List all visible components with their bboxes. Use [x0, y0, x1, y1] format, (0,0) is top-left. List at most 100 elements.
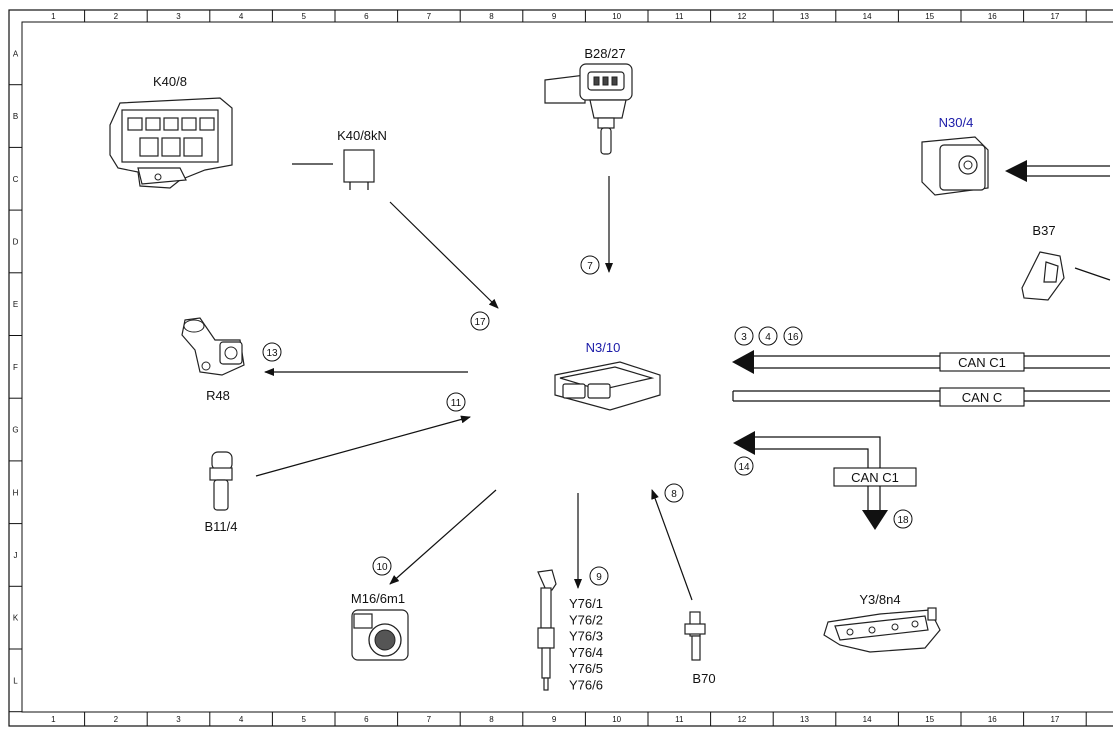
- svg-text:17: 17: [474, 317, 486, 328]
- callout-9: 9: [589, 566, 609, 586]
- row-letter-J: J: [14, 551, 18, 560]
- svg-text:7: 7: [587, 261, 593, 272]
- b11-4-to-ecu-line: [255, 415, 471, 477]
- can-c1-top-label: CAN C1: [958, 355, 1006, 370]
- column-number-bottom-17: 17: [1050, 715, 1059, 724]
- k40-8kn-label: K40/8kN: [337, 128, 387, 143]
- column-number-bottom-9: 9: [552, 715, 557, 724]
- column-number-bottom-14: 14: [863, 715, 872, 724]
- m16-6m1-throttle[interactable]: M16/6m1: [351, 591, 409, 661]
- k40-8kn-relay[interactable]: K40/8kN: [292, 128, 387, 190]
- row-letter-H: H: [13, 488, 19, 497]
- y3-8n4-label: Y3/8n4: [859, 592, 900, 607]
- svg-text:11: 11: [451, 398, 462, 409]
- svg-text:14: 14: [738, 462, 750, 473]
- column-number-bottom-15: 15: [925, 715, 934, 724]
- y76-injector[interactable]: [537, 569, 557, 691]
- n30-4-module[interactable]: N30/4: [921, 115, 989, 196]
- callout-11: 11: [446, 392, 466, 412]
- row-letter-F: F: [13, 363, 18, 372]
- r48-label: R48: [206, 388, 230, 403]
- column-number-top-1: 1: [51, 12, 56, 21]
- column-number-bottom-10: 10: [612, 715, 621, 724]
- column-number-bottom-4: 4: [239, 715, 244, 724]
- b28-27-label: B28/27: [584, 46, 625, 61]
- row-letter-B: B: [13, 112, 18, 121]
- callout-10: 10: [372, 556, 392, 576]
- row-letter-K: K: [13, 614, 19, 623]
- column-number-top-9: 9: [552, 12, 557, 21]
- row-letter-G: G: [12, 426, 18, 435]
- svg-text:3: 3: [741, 332, 747, 343]
- column-number-bottom-5: 5: [301, 715, 306, 724]
- column-number-top-16: 16: [988, 12, 997, 21]
- b37-pedal-sensor[interactable]: B37: [1021, 223, 1111, 301]
- k40-8kn-to-ecu-line: [389, 201, 499, 309]
- column-number-top-15: 15: [925, 12, 934, 21]
- callout-8: 8: [664, 483, 684, 503]
- svg-text:18: 18: [897, 515, 909, 526]
- callout-3: 3: [734, 326, 754, 346]
- drawing-frame: 1122334455667788991010111112121313141415…: [8, 9, 1113, 727]
- m16-6m1-label: M16/6m1: [351, 591, 405, 606]
- y76-label-2: Y76/2: [569, 612, 603, 627]
- r48-thermostat[interactable]: R48: [181, 317, 245, 403]
- y76-label-5: Y76/5: [569, 661, 603, 676]
- svg-text:10: 10: [376, 562, 388, 573]
- column-number-bottom-3: 3: [176, 715, 181, 724]
- b11-4-temp-sensor[interactable]: B11/4: [204, 451, 238, 534]
- row-letter-A: A: [13, 49, 19, 58]
- svg-text:4: 4: [765, 332, 771, 343]
- column-number-top-7: 7: [427, 12, 432, 21]
- ecu-to-m16-6m1-line: [389, 489, 497, 585]
- callout-7: 7: [580, 255, 600, 275]
- column-number-bottom-6: 6: [364, 715, 369, 724]
- callout-17: 17: [470, 311, 490, 331]
- b37-label: B37: [1032, 223, 1055, 238]
- row-letter-C: C: [13, 175, 19, 184]
- can-c1-bus-top: CAN C1: [732, 350, 1110, 374]
- column-number-top-8: 8: [489, 12, 494, 21]
- column-number-top-2: 2: [114, 12, 119, 21]
- y76-label-1: Y76/1: [569, 596, 603, 611]
- svg-text:9: 9: [596, 572, 602, 583]
- b11-4-label: B11/4: [204, 519, 237, 534]
- column-number-top-13: 13: [800, 12, 809, 21]
- n30-4-bus-arrow: [1005, 160, 1110, 182]
- can-c-bus: CAN C: [732, 387, 1110, 407]
- svg-text:16: 16: [787, 332, 799, 343]
- b28-27-sensor[interactable]: B28/27: [544, 46, 633, 155]
- b70-label: B70: [692, 671, 715, 686]
- k40-8-label: K40/8: [153, 74, 187, 89]
- n3-10-engine-ecu[interactable]: N3/10: [554, 340, 661, 411]
- svg-text:13: 13: [266, 348, 278, 359]
- y76-label-3: Y76/3: [569, 629, 603, 644]
- y76-label-6: Y76/6: [569, 678, 603, 693]
- column-number-bottom-7: 7: [427, 715, 432, 724]
- n3-10-label: N3/10: [586, 340, 621, 355]
- callout-13: 13: [262, 342, 282, 362]
- y3-8n4-valve-body[interactable]: Y3/8n4: [823, 592, 941, 653]
- svg-text:8: 8: [671, 489, 677, 500]
- row-letter-D: D: [13, 237, 19, 246]
- row-letter-E: E: [13, 300, 18, 309]
- callout-4: 4: [758, 326, 778, 346]
- column-ruler: 1122334455667788991010111112121313141415…: [51, 10, 1087, 726]
- column-number-bottom-8: 8: [489, 715, 494, 724]
- column-number-bottom-12: 12: [737, 715, 746, 724]
- callout-18: 18: [893, 509, 913, 529]
- y76-label-4: Y76/4: [569, 645, 603, 660]
- column-number-top-6: 6: [364, 12, 369, 21]
- column-number-bottom-13: 13: [800, 715, 809, 724]
- column-number-bottom-1: 1: [51, 715, 56, 724]
- can-c1-bottom-label: CAN C1: [851, 470, 899, 485]
- column-number-top-14: 14: [863, 12, 872, 21]
- column-number-top-12: 12: [737, 12, 746, 21]
- k40-8-relay-box[interactable]: K40/8: [109, 74, 233, 189]
- b70-crank-sensor[interactable]: B70: [684, 611, 716, 686]
- signal-lines: [255, 176, 693, 601]
- callout-14: 14: [734, 456, 754, 476]
- column-number-top-5: 5: [301, 12, 306, 21]
